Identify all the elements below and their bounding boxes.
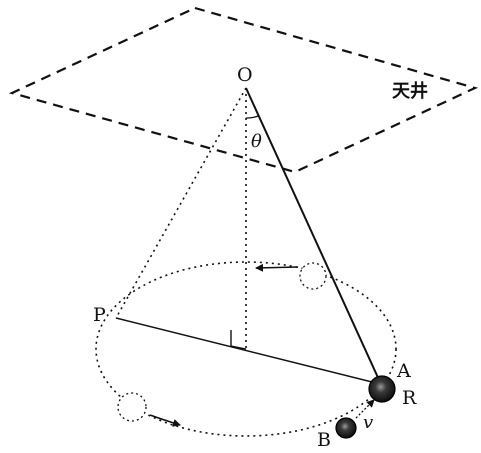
theta-arc <box>245 115 259 119</box>
ghost-ball-front <box>117 392 147 422</box>
ball-b <box>335 417 357 439</box>
motion-arrow-back <box>255 263 299 272</box>
motion-arrow-front <box>149 414 181 427</box>
right-angle-mark <box>230 330 247 350</box>
orbit-circle <box>95 261 397 437</box>
string-oa <box>245 87 381 383</box>
ghost-ball-back <box>299 262 327 290</box>
label-ceiling: 天井 <box>392 80 428 102</box>
ceiling-plane <box>8 6 479 174</box>
diameter-line-pa <box>115 317 381 385</box>
cone-edge-op <box>115 87 247 319</box>
label-theta: θ <box>251 131 262 152</box>
label-p: P <box>93 304 106 326</box>
label-v: v <box>363 412 373 433</box>
label-o: O <box>237 64 253 86</box>
label-r: R <box>402 387 417 409</box>
label-b: B <box>317 429 331 451</box>
label-a: A <box>396 360 411 382</box>
velocity-arrow <box>355 399 375 419</box>
ball-a <box>368 375 396 403</box>
